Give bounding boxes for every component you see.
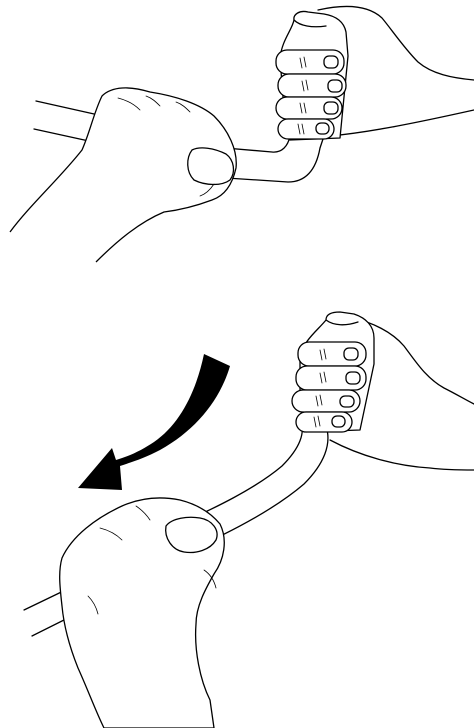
panel-before-bend <box>10 6 474 262</box>
bottom-right-fist <box>292 312 374 432</box>
panel-after-bend <box>24 312 474 728</box>
bottom-left-hand <box>60 498 225 728</box>
bend-direction-arrow-icon <box>78 354 230 490</box>
top-left-hand <box>10 88 236 262</box>
top-right-fist <box>276 11 348 140</box>
